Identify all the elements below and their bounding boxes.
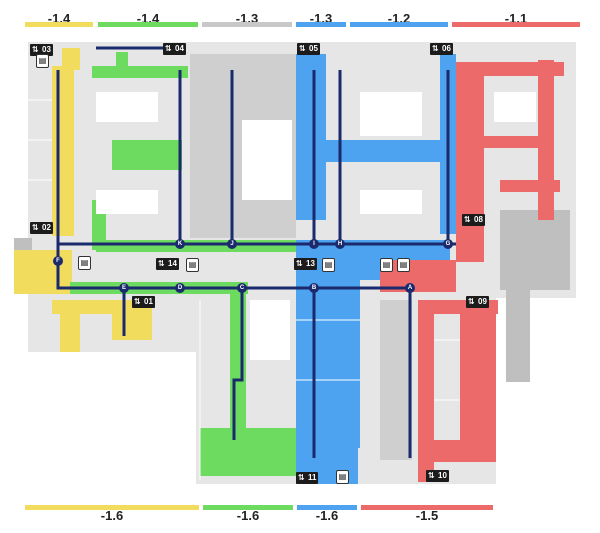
level-bar [296,22,346,27]
zone-blue [326,140,446,162]
elevator-01[interactable]: 01 [132,296,155,308]
route-node-b[interactable]: B [309,283,319,293]
elevator-number: 06 [442,44,451,53]
level-label: -1.6 [100,508,124,523]
elevator-number: 03 [42,45,51,54]
elevator-number: 01 [144,297,153,306]
building-annex [506,290,530,382]
route-node-h[interactable]: H [335,239,345,249]
corridor-grey [380,300,412,460]
zone-green [92,66,188,78]
elevator-05[interactable]: 05 [297,43,320,55]
route-node-a[interactable]: A [405,283,415,293]
room-block [96,92,158,122]
elevator-number: 13 [306,259,315,268]
elevator-number: 09 [478,297,487,306]
atm-icon[interactable]: ▤ [397,258,410,272]
level-bar [361,505,493,510]
atm-icon[interactable]: ▤ [36,54,49,68]
zone-green [200,428,296,476]
elevator-09[interactable]: 09 [466,296,489,308]
elevator-02[interactable]: 02 [30,222,53,234]
room-block [360,190,422,214]
zone-blue [296,54,326,220]
building-annex [500,210,570,290]
room-block [494,92,536,122]
route-node-i[interactable]: I [309,239,319,249]
elevator-number: 08 [474,215,483,224]
room-dividers [28,99,460,480]
elevator-number: 14 [168,259,177,268]
level-label: -1.5 [415,508,439,523]
elevator-number: 10 [438,471,447,480]
elevator-10[interactable]: 10 [426,470,449,482]
route-node-k[interactable]: K [175,239,185,249]
route-node-d[interactable]: D [175,283,185,293]
atm-icon[interactable]: ▤ [336,470,349,484]
zone-red [460,312,496,462]
elevator-number: 04 [175,44,184,53]
room-block [360,92,422,136]
room-block [96,190,158,214]
level-bar [25,505,199,510]
level-label: -1.6 [236,508,260,523]
atm-icon[interactable]: ▤ [322,258,335,272]
zone-green [230,290,246,440]
level-bar [350,22,448,27]
level-bar [202,22,292,27]
atm-icon[interactable]: ▤ [186,258,199,272]
route-node-e[interactable]: E [119,283,129,293]
zone-red [484,136,554,148]
elevator-13[interactable]: 13 [294,258,317,270]
atm-icon[interactable]: ▤ [78,256,91,270]
level-bar [297,505,357,510]
room-block [250,300,290,360]
elevator-06[interactable]: 06 [430,43,453,55]
level-bar [25,22,93,27]
zone-red [500,180,560,192]
zone-green [96,240,296,252]
level-label: -1.6 [315,508,339,523]
elevator-11[interactable]: 11 [296,472,319,484]
route-node-j[interactable]: J [227,239,237,249]
zone-green [116,52,128,68]
zone-red [418,312,434,482]
zone-yellow [62,48,80,70]
inner-courtyard [242,120,292,200]
route-node-g[interactable]: G [443,239,453,249]
level-bar [98,22,198,27]
elevator-03[interactable]: 03 [30,44,53,56]
zone-red [420,440,496,462]
route-node-c[interactable]: C [237,283,247,293]
zone-green [112,140,182,170]
elevator-04[interactable]: 04 [163,43,186,55]
route-node-f[interactable]: F [53,256,63,266]
zone-red [456,62,484,262]
elevator-08[interactable]: 08 [462,214,485,226]
elevator-number: 02 [42,223,51,232]
zone-yellow [52,66,74,236]
atm-icon[interactable]: ▤ [380,258,393,272]
elevator-number: 11 [308,473,317,482]
elevator-number: 05 [309,44,318,53]
level-bar [452,22,580,27]
zone-blue [296,280,360,448]
zone-yellow [60,312,80,352]
elevator-14[interactable]: 14 [156,258,179,270]
level-bar [203,505,293,510]
